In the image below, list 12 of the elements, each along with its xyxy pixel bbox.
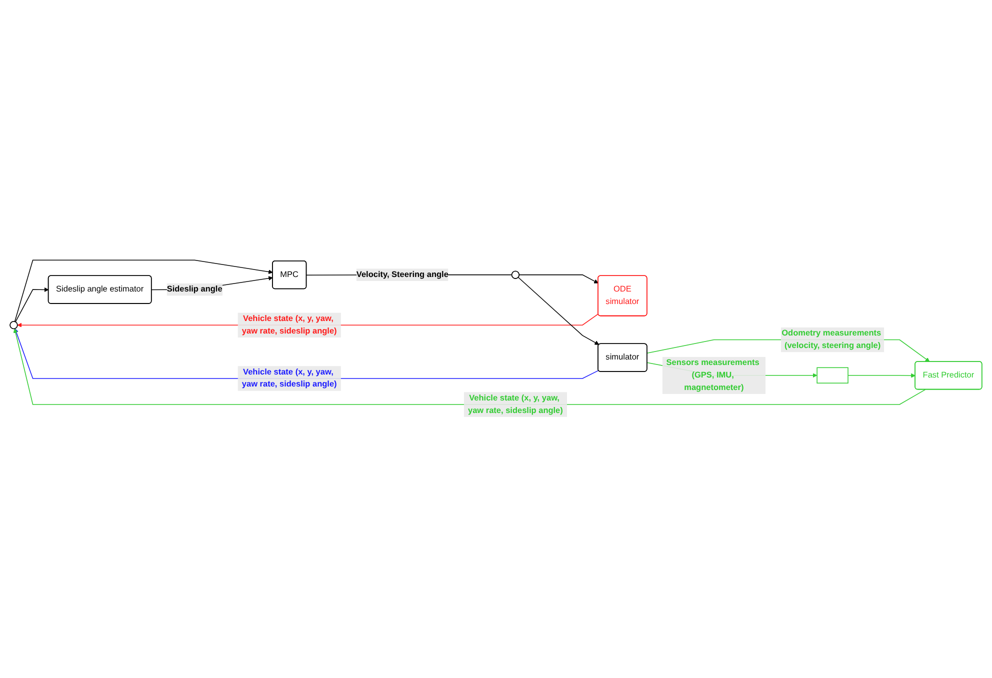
edge-label: Vehicle state (x, y, yaw, yaw rate, sideslip angle)	[242, 314, 337, 336]
edge-label: Odometry measurements (velocity, steering angle)	[782, 329, 882, 351]
arrow	[518, 277, 600, 346]
edge-label: Sideslip angle	[166, 285, 222, 294]
edge-label: Velocity, Steering angle	[356, 270, 448, 280]
arrow	[15, 288, 49, 323]
arrow	[848, 374, 916, 378]
node-box	[816, 368, 848, 384]
edge-label: Vehicle state (x, y, yaw, yaw rate, sideslip angle)	[242, 368, 337, 390]
edge-label: Sensors measurements (GPS, IMU, magnetometer)	[666, 358, 760, 392]
edge-label: Vehicle state (x, y, yaw, yaw rate, sideslip angle)	[468, 394, 563, 416]
arrow	[518, 274, 598, 284]
